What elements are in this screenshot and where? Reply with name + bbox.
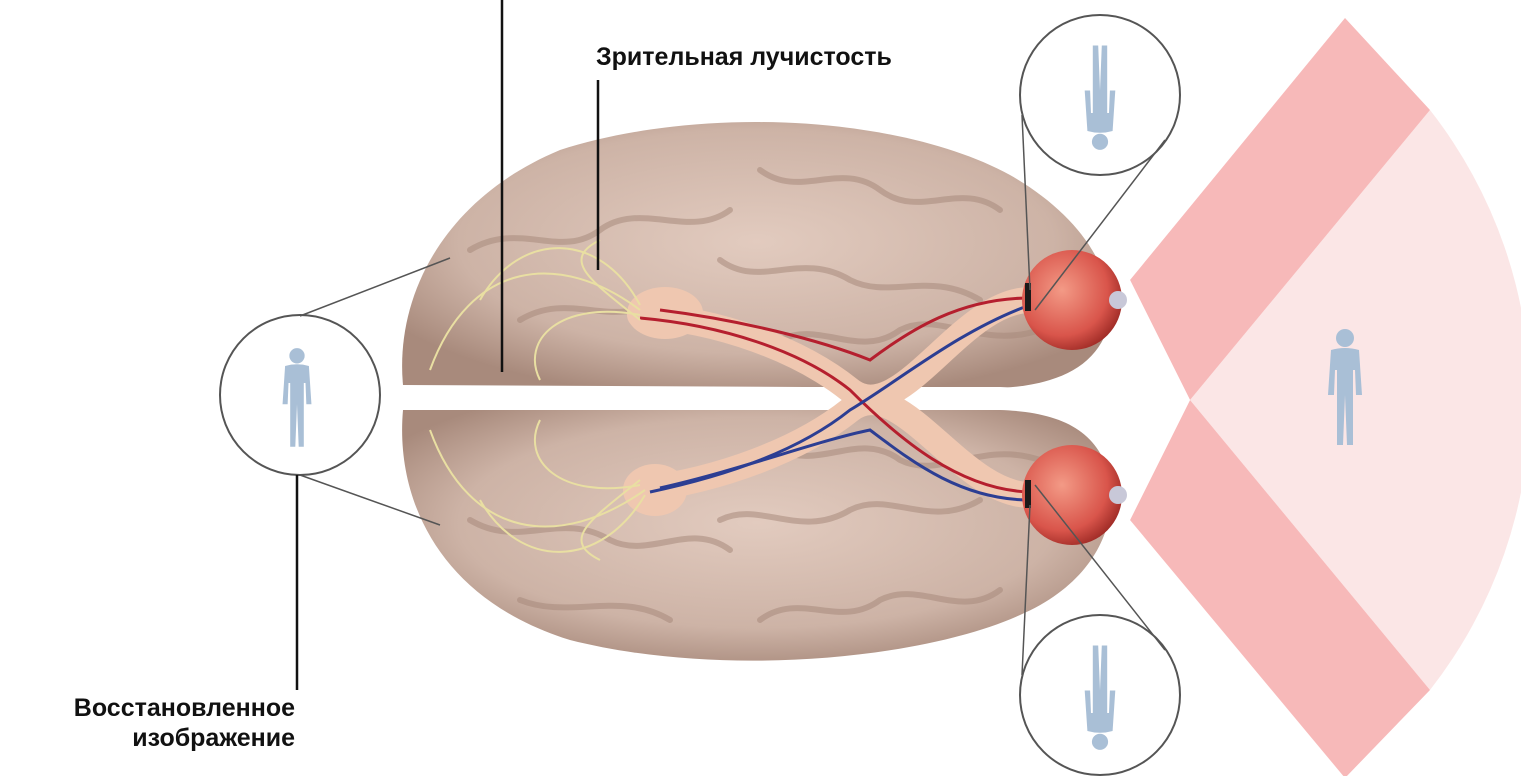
restored-image-label-line2: изображение bbox=[74, 723, 295, 753]
optic-radiation-label: Зрительная лучистость bbox=[596, 42, 892, 72]
restored-image-label: Восстановленное изображение bbox=[74, 693, 295, 753]
brain-illustration bbox=[402, 122, 1111, 661]
restored-image-label-line1: Восстановленное bbox=[74, 693, 295, 723]
visual-field bbox=[1130, 18, 1521, 776]
longitudinal-fissure bbox=[403, 392, 1110, 404]
eye-icon-lower bbox=[1022, 445, 1127, 545]
eye-icon-upper bbox=[1022, 250, 1127, 350]
